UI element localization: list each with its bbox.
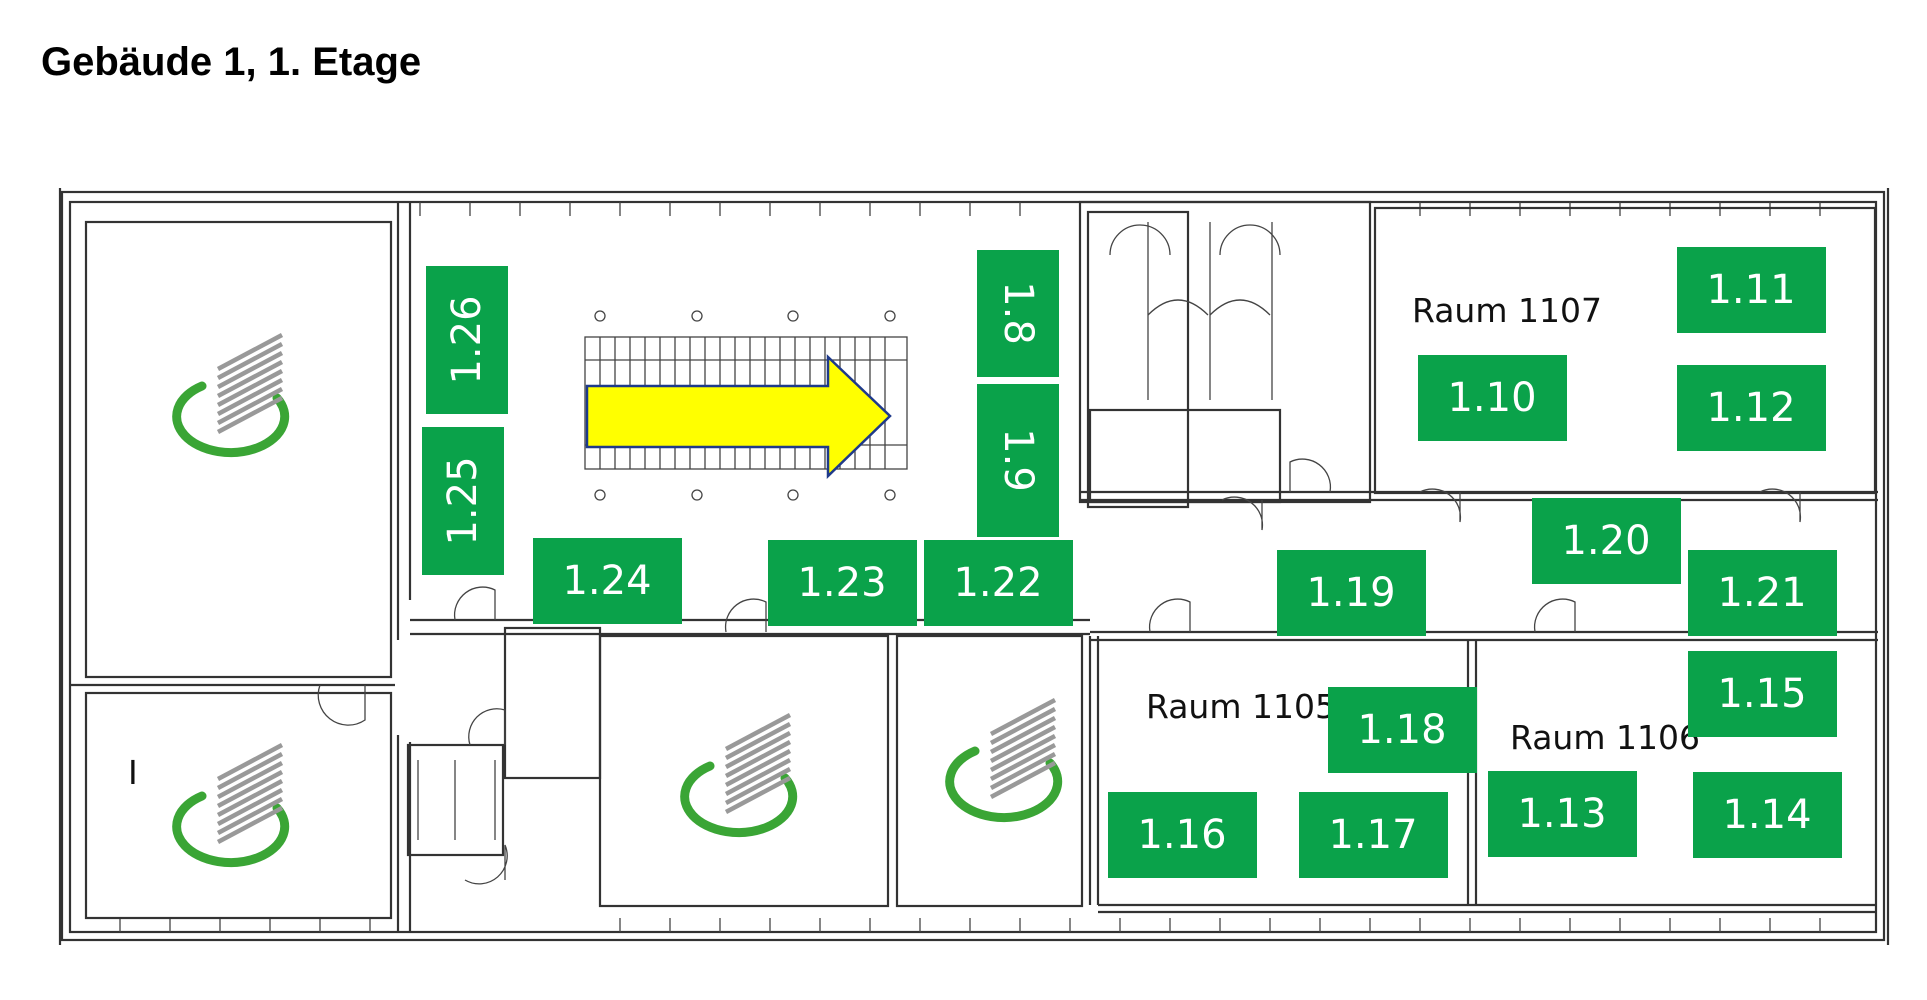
desk-1-8[interactable]: 1.8: [977, 250, 1059, 377]
company-logo-icon: [177, 745, 285, 863]
page-title: Gebäude 1, 1. Etage: [41, 40, 422, 84]
desk-1-17[interactable]: 1.17: [1299, 792, 1448, 878]
desk-label: 1.14: [1722, 792, 1811, 838]
desk-label: 1.25: [440, 456, 486, 545]
desk-1-23[interactable]: 1.23: [768, 540, 917, 626]
desk-label: 1.10: [1447, 375, 1536, 421]
company-logo-icon: [177, 335, 285, 453]
desk-label: 1.19: [1306, 570, 1395, 616]
desk-label: 1.12: [1706, 385, 1795, 431]
room-label-1106: Raum 1106: [1510, 718, 1700, 757]
desk-label: 1.20: [1561, 518, 1650, 564]
desk-1-9[interactable]: 1.9: [977, 384, 1059, 537]
left-rooms: [70, 202, 412, 932]
desk-1-20[interactable]: 1.20: [1532, 498, 1681, 584]
desk-1-15[interactable]: 1.15: [1688, 651, 1837, 737]
desk-1-16[interactable]: 1.16: [1108, 792, 1257, 878]
room-label-1107: Raum 1107: [1412, 291, 1602, 330]
desk-1-13[interactable]: 1.13: [1488, 771, 1637, 857]
desk-label: 1.21: [1717, 570, 1806, 616]
desk-label: 1.13: [1517, 791, 1606, 837]
desk-label: 1.11: [1706, 267, 1795, 313]
desk-label: 1.16: [1137, 812, 1226, 858]
door-arcs: [317, 458, 1802, 885]
desk-label: 1.23: [797, 560, 886, 606]
desk-1-19[interactable]: 1.19: [1277, 550, 1426, 636]
desk-1-26[interactable]: 1.26: [426, 266, 508, 414]
desk-1-18[interactable]: 1.18: [1328, 687, 1477, 773]
desk-1-10[interactable]: 1.10: [1418, 355, 1567, 441]
company-logo-icon: [950, 700, 1058, 818]
desk-1-24[interactable]: 1.24: [533, 538, 682, 624]
room-label-1105: Raum 1105: [1146, 687, 1336, 726]
company-logo-icon: [685, 715, 793, 833]
desk-label: 1.26: [444, 295, 490, 384]
desk-label: 1.24: [562, 558, 651, 604]
desk-label: 1.22: [953, 560, 1042, 606]
outer-walls: [58, 188, 1890, 945]
desk-label: 1.18: [1357, 707, 1446, 753]
desk-1-14[interactable]: 1.14: [1693, 772, 1842, 858]
desk-1-12[interactable]: 1.12: [1677, 365, 1826, 451]
upper-right-rooms: [1078, 200, 1877, 509]
direction-arrow-icon: [585, 354, 892, 479]
desk-label: 1.17: [1328, 812, 1417, 858]
desk-1-22[interactable]: 1.22: [924, 540, 1073, 626]
desk-label: 1.15: [1717, 671, 1806, 717]
desk-label: 1.8: [995, 281, 1041, 345]
desk-1-25[interactable]: 1.25: [422, 427, 504, 575]
desk-1-11[interactable]: 1.11: [1677, 247, 1826, 333]
desk-label: 1.9: [995, 428, 1041, 492]
desk-1-21[interactable]: 1.21: [1688, 550, 1837, 636]
small-mark: I: [128, 753, 138, 792]
